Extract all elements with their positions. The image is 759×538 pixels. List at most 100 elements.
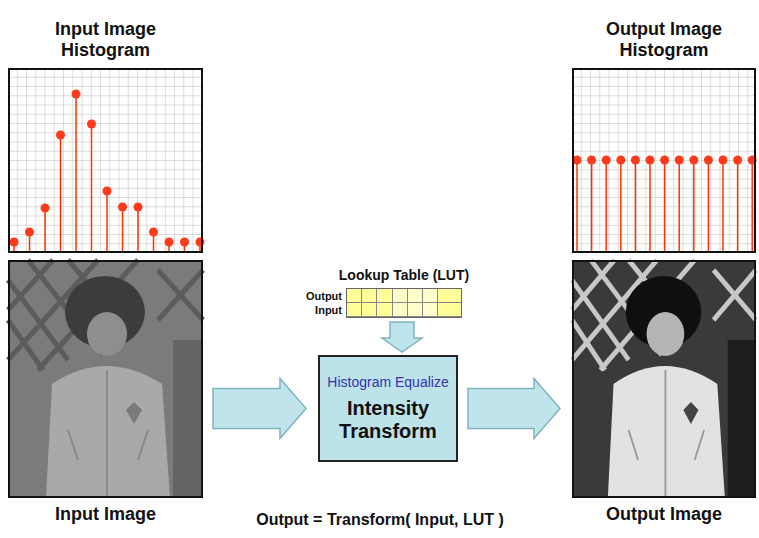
- grid-line: [572, 95, 756, 96]
- histogram-dot: [180, 238, 189, 247]
- histogram-stem: [751, 160, 753, 253]
- histogram-stem: [576, 160, 578, 253]
- table-cell: [377, 289, 392, 303]
- histogram-stem: [605, 160, 607, 253]
- grid-line: [8, 151, 203, 152]
- histogram-dot: [587, 156, 596, 165]
- photo-background: [572, 260, 756, 498]
- face: [87, 312, 127, 356]
- histogram-dot: [704, 156, 713, 165]
- histogram-dot: [56, 131, 65, 140]
- histogram-dot: [149, 228, 158, 237]
- grid-line: [572, 151, 756, 152]
- histogram-dot: [733, 156, 742, 165]
- histogram-stem: [693, 160, 695, 253]
- histogram-dot: [616, 156, 625, 165]
- histogram-dot: [41, 204, 50, 213]
- grid-line: [8, 179, 203, 180]
- grid-line: [8, 77, 203, 78]
- lattice-bar: [158, 270, 203, 320]
- table-row: [347, 303, 461, 317]
- badge: [126, 402, 142, 424]
- table-cell: [408, 289, 423, 303]
- lattice-bar: [714, 270, 756, 320]
- grid-line: [8, 234, 203, 235]
- panel-title: Output Image Histogram: [584, 19, 744, 62]
- histogram-grid: [8, 68, 205, 253]
- panel-title: Input Image Histogram: [26, 19, 186, 62]
- table-cell: [377, 303, 392, 317]
- histogram-dot: [675, 156, 684, 165]
- histogram-stem: [620, 160, 622, 253]
- histogram-dot: [10, 238, 19, 247]
- histogram-dot: [631, 156, 640, 165]
- lattice-bar: [714, 270, 756, 320]
- histogram-dot: [660, 156, 669, 165]
- row-label: Output: [292, 290, 342, 302]
- histogram-dot: [689, 156, 698, 165]
- table-row: [347, 289, 461, 303]
- histogram-stem: [137, 207, 139, 253]
- grid-line: [8, 243, 203, 244]
- table-cell: [362, 303, 377, 317]
- method-name: Histogram Equalize: [327, 374, 448, 391]
- table-cell: [362, 289, 377, 303]
- histogram-dot: [103, 187, 112, 196]
- row-label: Input: [292, 304, 342, 316]
- process-box: Histogram EqualizeIntensity Transform: [318, 355, 458, 462]
- histogram-dot: [118, 203, 127, 212]
- process-name: Intensity Transform: [326, 397, 450, 443]
- coat: [46, 366, 170, 498]
- dark-corner: [728, 340, 756, 498]
- histogram-stem: [737, 160, 739, 253]
- grid-line: [8, 206, 203, 207]
- histogram-stem: [106, 191, 108, 253]
- grid-line: [572, 114, 756, 115]
- dark-corner: [173, 340, 203, 498]
- grid-line: [572, 86, 756, 87]
- coat-folds: [68, 370, 148, 498]
- histogram-stem: [635, 160, 637, 253]
- histogram-stem: [60, 135, 62, 253]
- histogram-stem: [649, 160, 651, 253]
- grid-line: [8, 225, 203, 226]
- table-cell: [347, 289, 362, 303]
- table-cell: [438, 303, 461, 317]
- histogram-dot: [719, 156, 728, 165]
- grid-line: [8, 132, 203, 133]
- grid-line: [572, 142, 756, 143]
- grid-line: [8, 169, 203, 170]
- histogram-grid: [572, 68, 757, 253]
- lattice-bar: [572, 260, 614, 310]
- grid-line: [8, 142, 203, 143]
- grid-line: [572, 123, 756, 124]
- grid-line: [8, 105, 203, 106]
- histogram-stem: [591, 160, 593, 253]
- histogram-dot: [646, 156, 655, 165]
- grid-line: [8, 86, 203, 87]
- histogram-dot: [87, 120, 96, 129]
- histogram-dot: [602, 156, 611, 165]
- image-caption: Input Image: [55, 504, 156, 526]
- grid-line: [8, 160, 203, 161]
- grid-line: [8, 197, 203, 198]
- histogram-stem: [708, 160, 710, 253]
- grid-line: [8, 123, 203, 124]
- block-arrow: [468, 379, 560, 439]
- histogram-stem: [122, 207, 124, 253]
- plot-frame: [9, 69, 202, 252]
- grid-line: [8, 114, 203, 115]
- histogram-stem: [91, 124, 93, 253]
- photo-frame: [9, 261, 202, 497]
- histogram-stem: [678, 160, 680, 253]
- output-photo: [572, 260, 756, 498]
- histogram-stem: [722, 160, 724, 253]
- histogram-stem: [664, 160, 666, 253]
- formula: Output = Transform( Input, LUT ): [222, 511, 538, 529]
- histogram-dot: [134, 203, 143, 212]
- face: [647, 312, 685, 356]
- photo-frame: [573, 261, 755, 497]
- table-title: Lookup Table (LUT): [339, 267, 469, 284]
- table-cell: [393, 289, 408, 303]
